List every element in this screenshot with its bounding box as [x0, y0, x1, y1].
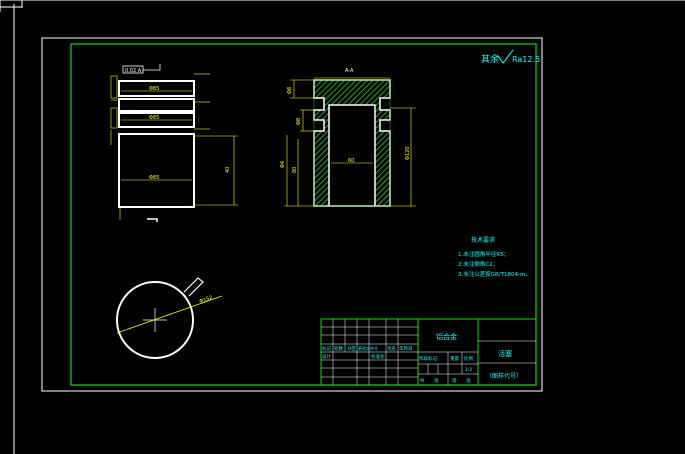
svg-text:重量: 重量	[450, 355, 459, 362]
svg-text:40: 40	[225, 167, 231, 173]
material-label: 铝合金	[436, 332, 457, 341]
svg-text:Φ85: Φ85	[149, 115, 159, 121]
svg-text:设计: 设计	[322, 353, 331, 360]
svg-text:Φ120: Φ120	[405, 147, 411, 160]
left-view: 0.02 A Φ85 Φ85 Φ85 40	[110, 64, 238, 222]
svg-text:3.未注公差按GB/T1804-m。: 3.未注公差按GB/T1804-m。	[458, 270, 531, 278]
svg-text:80: 80	[292, 167, 298, 173]
svg-text:其余: 其余	[481, 53, 499, 65]
title-block: 标记 处数 分区 更改文件号 签名 年月日 设计 标准化 铝合金 阶段标记 重量…	[320, 318, 537, 386]
svg-text:标准化: 标准化	[371, 353, 385, 360]
sheet-outline	[41, 37, 543, 392]
svg-text:比例: 比例	[464, 355, 473, 362]
svg-text:1:2: 1:2	[465, 367, 472, 373]
svg-text:2.未注倒角C2；: 2.未注倒角C2；	[458, 260, 498, 268]
svg-text:技术要求: 技术要求	[471, 236, 495, 244]
svg-text:Φ85: Φ85	[149, 175, 159, 181]
svg-text:签名: 签名	[387, 345, 396, 352]
circle-view: Φ152	[116, 277, 223, 359]
svg-text:更改文件号: 更改文件号	[358, 345, 378, 351]
svg-text:第: 第	[452, 377, 457, 384]
svg-text:Φ152: Φ152	[199, 295, 214, 305]
svg-text:Ra12.5: Ra12.5	[512, 55, 540, 64]
svg-text:处数: 处数	[334, 345, 343, 352]
svg-text:1.未注圆角半径R5；: 1.未注圆角半径R5；	[458, 250, 509, 258]
drawing-number: （图样代号）	[486, 372, 522, 380]
svg-text:标记: 标记	[322, 345, 331, 352]
hatched-section	[313, 79, 391, 207]
svg-text:Φ4: Φ4	[280, 161, 286, 168]
svg-text:张: 张	[434, 377, 439, 384]
drawing-border	[70, 43, 537, 386]
svg-text:Φ8: Φ8	[296, 118, 302, 125]
roughness-note: 其余 Ra12.5	[481, 49, 540, 65]
svg-text:Φ8: Φ8	[287, 87, 293, 94]
svg-text:Φ85: Φ85	[149, 86, 159, 92]
svg-text:阶段标记: 阶段标记	[419, 355, 437, 362]
section-view: A-A Φ8 Φ8 80 Φ4 60 Φ120	[280, 68, 416, 207]
section-label: A-A	[345, 68, 354, 74]
part-name: 活塞	[498, 349, 512, 358]
svg-text:共: 共	[420, 377, 425, 384]
svg-text:60: 60	[348, 158, 354, 164]
tolerance-tag	[122, 65, 144, 74]
svg-text:张: 张	[466, 377, 471, 384]
tech-requirements: 技术要求 1.未注圆角半径R5； 2.未注倒角C2； 3.未注公差按GB/T18…	[458, 236, 531, 278]
svg-text:年月日: 年月日	[399, 345, 413, 352]
svg-text:分区: 分区	[347, 345, 356, 352]
svg-text:0.02 A: 0.02 A	[125, 68, 142, 74]
